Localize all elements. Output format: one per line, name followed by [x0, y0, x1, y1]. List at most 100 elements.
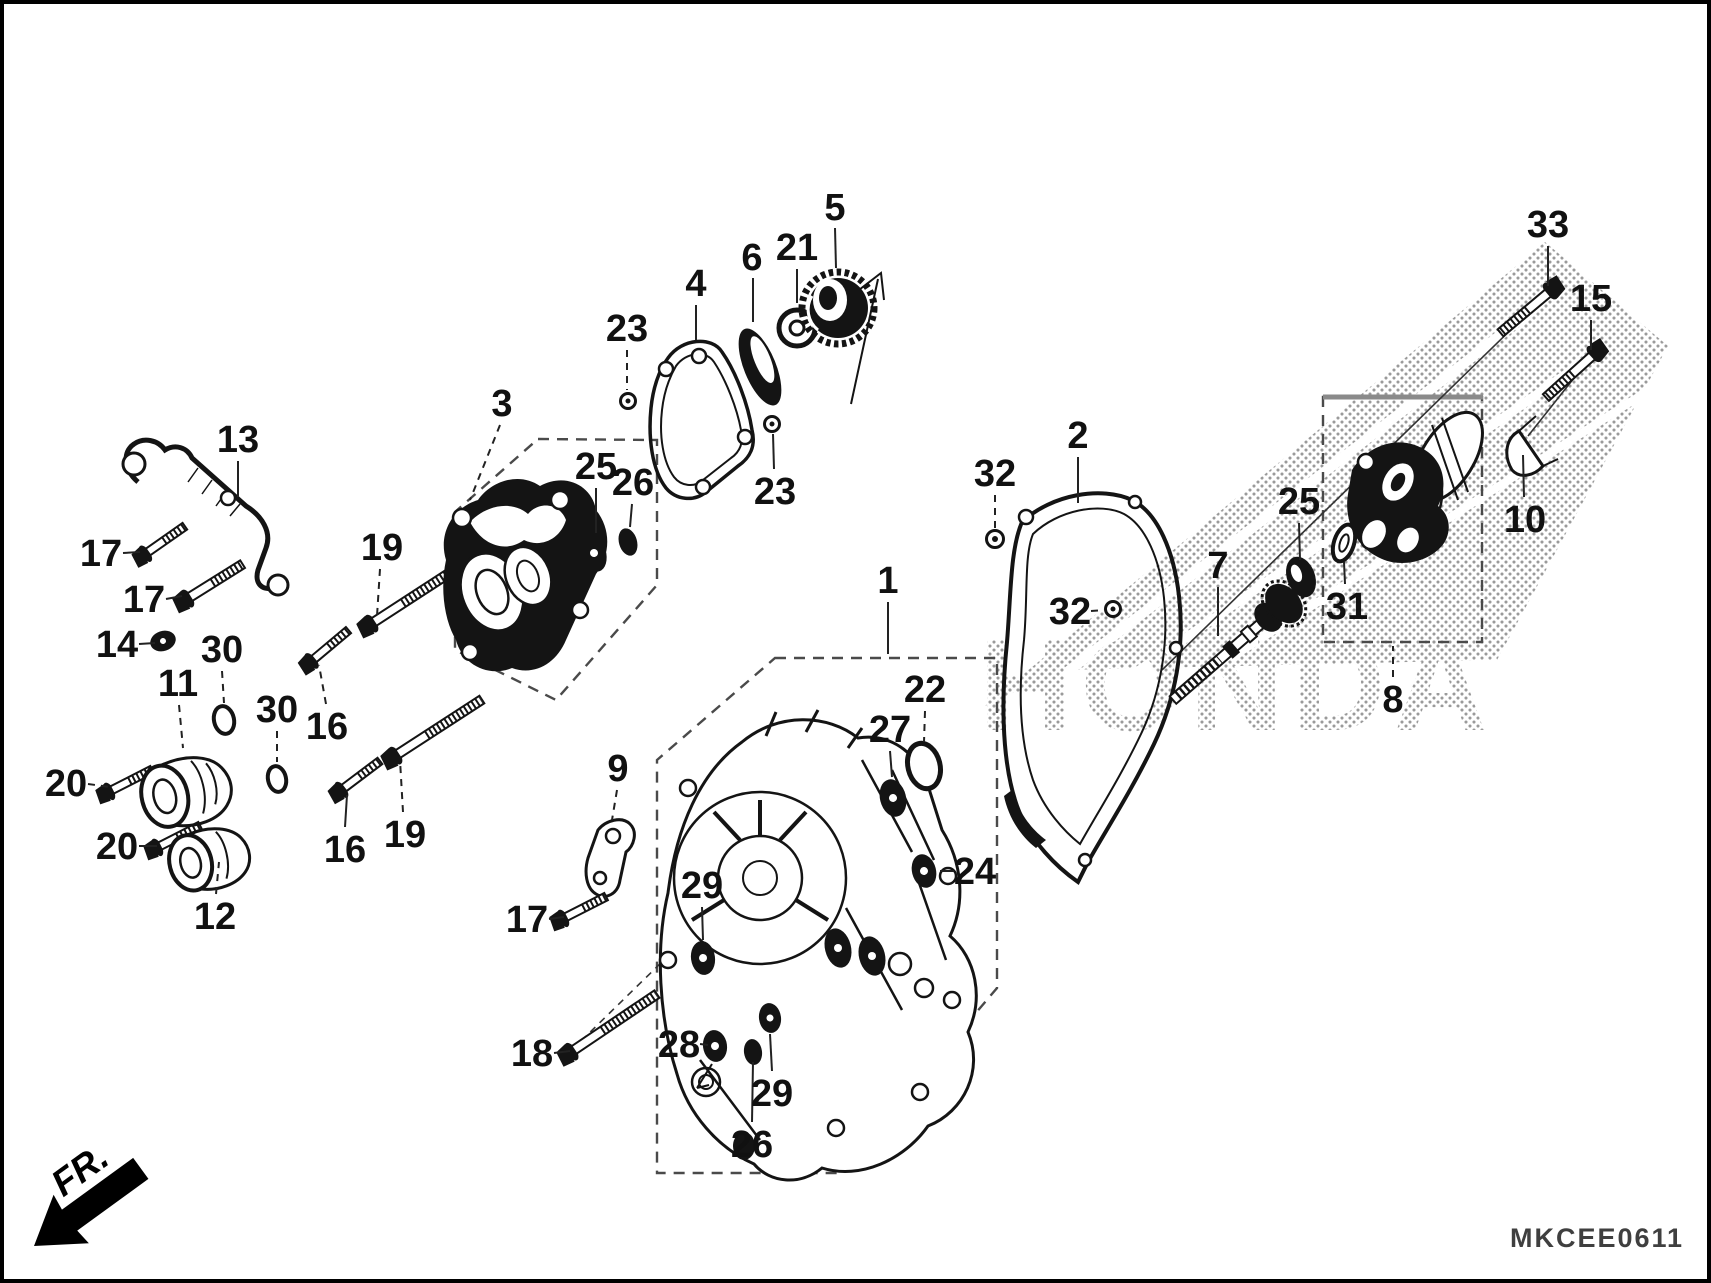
part-29-seal-b: [758, 1003, 782, 1033]
callout-12-label: 12: [194, 896, 236, 938]
boundary-part-8: [1321, 394, 1484, 644]
part-31-oring: [1330, 522, 1358, 564]
callout-10-leader: [1522, 454, 1525, 498]
part-17-bolt-a: [129, 518, 191, 569]
part-22-oring: [905, 740, 943, 792]
part-29-seal-a: [690, 941, 716, 975]
callout-27-label: 27: [869, 709, 911, 751]
part-7-starter-shaft: [1168, 579, 1308, 706]
part-25-seal-a: [581, 534, 607, 572]
callout-17b-leader: [165, 595, 183, 600]
callout-18-label: 18: [511, 1033, 553, 1075]
part-16-bolt-b: [325, 753, 386, 805]
callout-29b-leader: [769, 1033, 773, 1072]
callout-19a-label: 19: [361, 527, 403, 569]
part-32-dowel-b: [1104, 600, 1122, 618]
part-23-dowel-a: [619, 392, 637, 410]
callout-11-label: 11: [158, 663, 198, 705]
callout-6-label: 6: [741, 237, 762, 279]
part-23-dowel-b: [763, 415, 781, 433]
callout-9-label: 9: [607, 748, 628, 790]
part-30-oring-a: [211, 704, 237, 736]
callout-18-leader: [553, 1050, 571, 1054]
part-16-bolt-a: [295, 623, 355, 677]
part-8-starter-motor: [1347, 410, 1484, 563]
callout-5-label: 5: [824, 187, 845, 229]
part-9-plate: [584, 818, 636, 898]
callout-9-leader: [611, 789, 618, 821]
honda-wing-watermark: HONDA: [957, 242, 1668, 758]
callout-11-leader: [178, 704, 184, 749]
callout-14-leader: [138, 642, 156, 645]
callout-26a-label: 26: [612, 462, 654, 504]
part-2-gasket: [1001, 491, 1184, 885]
callout-8-label: 8: [1382, 679, 1403, 721]
part-25-bearing-b: [1286, 556, 1316, 598]
callout-14-label: 14: [96, 624, 138, 666]
callout-32b-leader: [1090, 609, 1105, 612]
callout-2-label: 2: [1067, 415, 1088, 457]
callout-29a-leader: [701, 906, 704, 941]
callout-layer: 1234567891011121314151616171717181919202…: [45, 187, 1612, 1166]
part-32-dowel-a: [985, 529, 1005, 549]
callout-17c-leader: [548, 916, 565, 920]
part-24-seal: [911, 854, 937, 888]
callout-27-leader: [889, 750, 893, 778]
callout-32b-label: 32: [1049, 591, 1091, 633]
part-28-seal: [696, 1030, 728, 1089]
callout-25b-leader: [1298, 522, 1301, 561]
callout-15-label: 15: [1570, 278, 1612, 320]
part-10-holder: [1505, 415, 1559, 477]
callout-23b-leader: [772, 433, 775, 470]
callout-17b-label: 17: [123, 579, 165, 621]
part-26-seal-a: [618, 528, 638, 556]
callout-29b-label: 29: [751, 1073, 793, 1115]
callout-13-label: 13: [217, 419, 259, 461]
callout-30a-label: 30: [201, 629, 243, 671]
callout-20b-label: 20: [96, 826, 138, 868]
callout-24-label: 24: [954, 851, 996, 893]
callout-22-leader: [923, 710, 926, 743]
callout-1-label: 1: [877, 560, 898, 602]
callout-28-label: 28: [658, 1024, 700, 1066]
callout-20a-leader: [87, 783, 111, 788]
callout-7-label: 7: [1207, 545, 1228, 587]
callout-31-leader: [1343, 561, 1346, 585]
callout-19a-leader: [376, 568, 381, 617]
callout-17a-label: 17: [80, 533, 122, 575]
callout-20a-label: 20: [45, 763, 87, 805]
callout-3-leader: [469, 424, 501, 501]
callout-10-label: 10: [1504, 499, 1546, 541]
callout-29a-label: 29: [681, 865, 723, 907]
callout-26a-leader: [629, 503, 633, 528]
callout-30b-label: 30: [256, 689, 298, 731]
diagram-code: MKCEE0611: [1510, 1223, 1684, 1253]
part-11-joint: [139, 756, 233, 829]
part-19-bolt-b: [377, 691, 487, 772]
callout-28-leader: [699, 1043, 709, 1046]
callout-19b-leader: [399, 759, 404, 813]
callout-33-label: 33: [1527, 204, 1569, 246]
part-5-pump-gear: [798, 268, 878, 348]
callout-31-label: 31: [1326, 586, 1368, 628]
callout-23b-label: 23: [754, 471, 796, 513]
callout-16a-leader: [318, 664, 327, 705]
part-13-stay-bracket: [121, 437, 290, 597]
part-12-joint: [167, 827, 252, 893]
callout-4-label: 4: [685, 263, 706, 305]
callout-25a-label: 25: [575, 446, 617, 488]
fr-direction-arrow: FR.: [34, 1136, 149, 1246]
callout-17c-label: 17: [506, 899, 548, 941]
fr-arrow-shape: [34, 1157, 149, 1246]
boundary-part-1: [655, 656, 999, 1175]
callout-16a-label: 16: [306, 706, 348, 748]
part-26-seal-b: [743, 1039, 763, 1065]
part-30-oring-b: [265, 764, 289, 794]
callout-16b-leader: [344, 794, 348, 828]
callout-5-leader: [834, 227, 837, 269]
callout-26b-leader: [751, 1061, 754, 1123]
callout-16b-label: 16: [324, 829, 366, 871]
part-4-gasket: [648, 339, 755, 501]
